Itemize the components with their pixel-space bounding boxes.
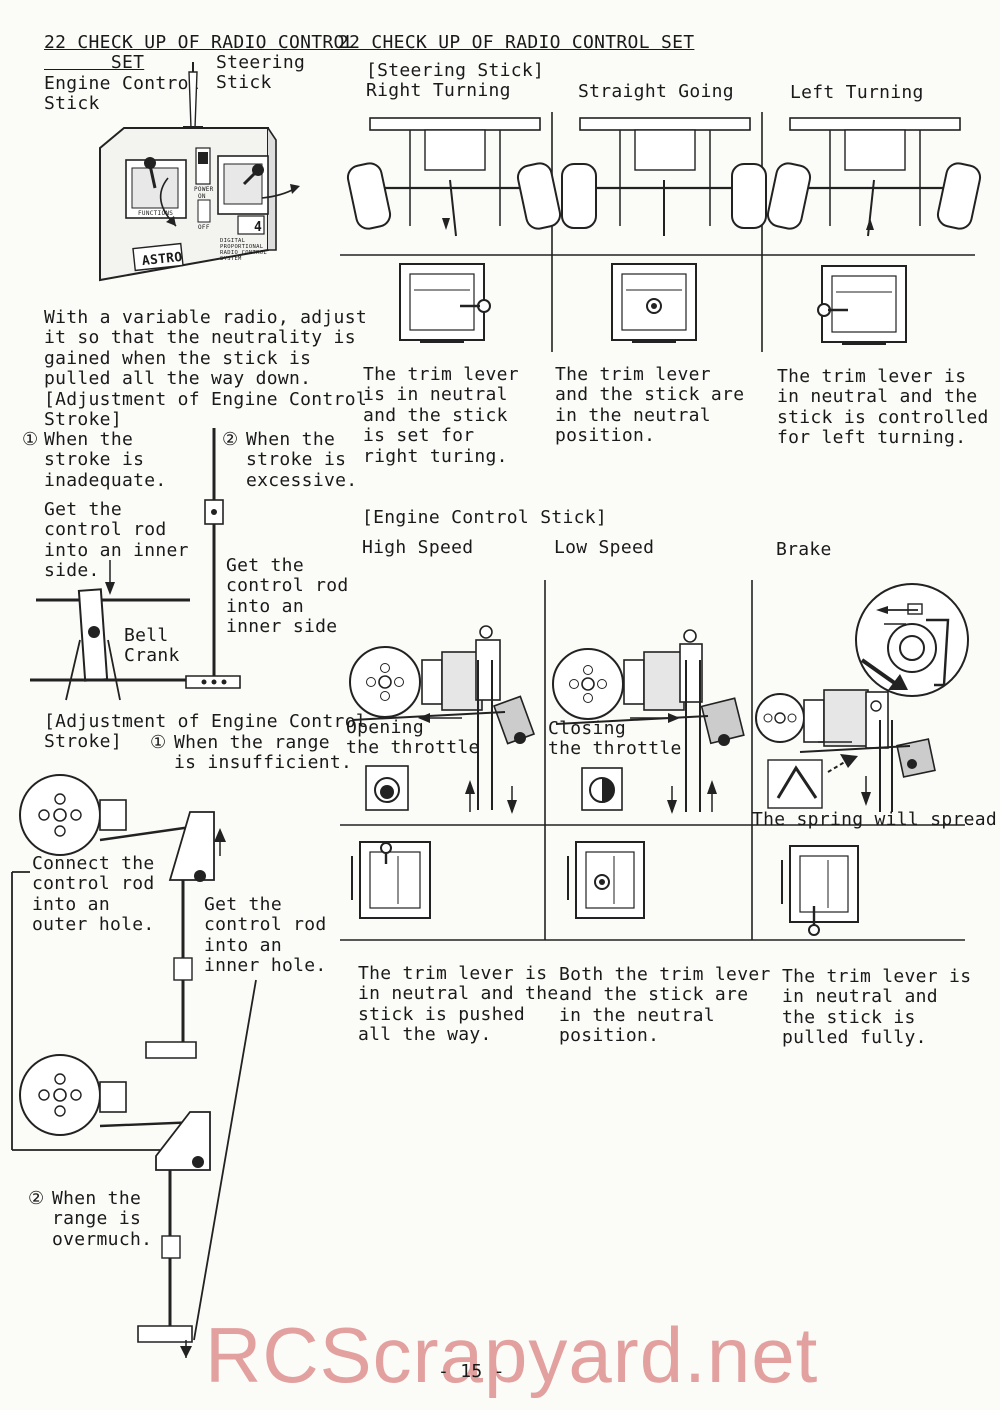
outer-hole-text: Connect the control rod into an outer ho… (32, 853, 155, 936)
section-title-right: 22 CHECK UP OF RADIO CONTROL SET (338, 32, 695, 53)
inner-hole-text: Get the control rod into an inner hole. (204, 894, 327, 977)
bell-crank-label: Bell Crank (124, 625, 180, 667)
case1-text: When the stroke is inadequate. (44, 429, 167, 491)
section-title-left: 22 CHECK UP OF RADIO CONTROL SET (44, 32, 356, 74)
engine-low-caption: Both the trim lever and the stick are in… (559, 964, 771, 1047)
engine-trim-low (567, 841, 645, 919)
watermark: RCScrapyard.net (205, 1311, 819, 1399)
trim-box-left (817, 265, 907, 345)
opening-throttle-label: Opening the throttle (346, 717, 480, 759)
spec-text: DIGITAL PROPORTIONAL RADIO CONTROL SYSTE… (220, 238, 267, 262)
engine-high-title: High Speed (362, 537, 474, 558)
case2-text: When the stroke is excessive. (246, 429, 358, 491)
chassis-left (766, 117, 982, 237)
engine-high-speed-diagram (349, 625, 536, 814)
range-case1-text: When the range is insufficient. (174, 732, 353, 774)
engine-high-caption: The trim lever is in neutral and the sti… (358, 963, 559, 1046)
inner-side-text-2: Get the control rod into an inner side (226, 555, 349, 638)
engine-brake-diagram (755, 583, 969, 812)
engine-brake-title: Brake (776, 539, 832, 560)
spring-spread-label: The spring will spread. (752, 809, 1000, 830)
chassis-right (346, 117, 562, 237)
engine-trim-high (351, 841, 431, 919)
steering-stick-label: Steering Stick (216, 52, 306, 94)
trim-box-right (399, 263, 491, 343)
steering-left-title: Left Turning (790, 82, 924, 103)
steering-right-title: Right Turning (366, 80, 511, 101)
engine-low-title: Low Speed (554, 537, 655, 558)
engine-trim-brake (781, 845, 859, 936)
engine-stick-label: Engine Control Stick (44, 73, 200, 115)
trim-box-straight (611, 263, 697, 343)
steering-right-caption: The trim lever is in neutral and the sti… (363, 364, 519, 467)
range-case2-text: When the range is overmuch. (52, 1188, 153, 1250)
range-case2-number: ② (28, 1188, 45, 1209)
steering-left-caption: The trim lever is in neutral and the sti… (777, 366, 989, 449)
steering-straight-title: Straight Going (578, 81, 734, 102)
case1-number: ① (22, 429, 39, 450)
page-number: - 15 - (438, 1361, 505, 1382)
steering-heading: [Steering Stick] (366, 60, 545, 81)
model-number: 4 (254, 220, 263, 235)
chassis-straight (561, 117, 767, 236)
case2-number: ② (222, 429, 239, 450)
range-heading: [Adjustment of Engine Control Stroke] (44, 711, 367, 753)
power-label: POWER (194, 186, 214, 193)
engine-heading: [Engine Control Stick] (362, 507, 608, 528)
range-case1-number: ① (150, 732, 167, 753)
closing-throttle-label: Closing the throttle (548, 718, 682, 760)
functions-label: FUNCTIONS (138, 210, 174, 217)
steering-straight-caption: The trim lever and the stick are in the … (555, 364, 745, 447)
engine-brake-caption: The trim lever is in neutral and the sti… (782, 966, 972, 1049)
on-label: ON (198, 193, 206, 200)
inner-side-text-1: Get the control rod into an inner side. (44, 499, 189, 582)
off-label: OFF (198, 224, 210, 231)
engine-low-speed-diagram (552, 629, 745, 814)
intro-text: With a variable radio, adjust it so that… (44, 307, 367, 431)
